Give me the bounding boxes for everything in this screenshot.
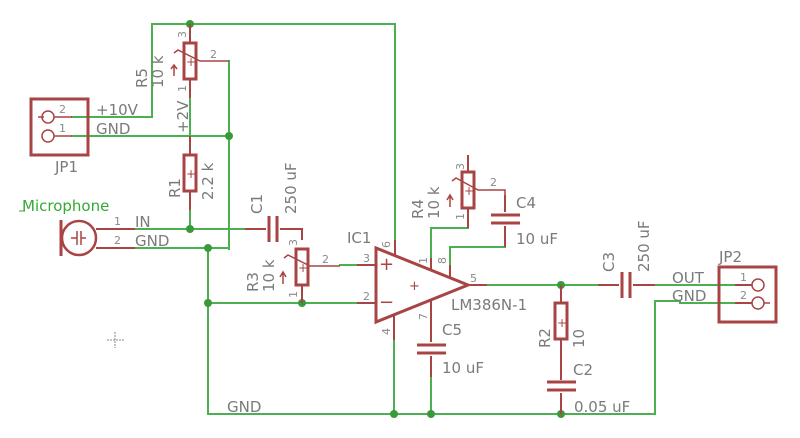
capacitor-c4[interactable]: C4 10 uF	[491, 194, 558, 248]
r3-name: R3	[244, 272, 262, 292]
adjust-arrow-icon	[170, 63, 178, 76]
net-2v-label: +2V	[174, 100, 192, 133]
r4-pin2: 2	[490, 176, 497, 189]
jp1-pin1: 1	[59, 122, 66, 135]
net-out-label: OUT	[672, 269, 705, 287]
c1-name: C1	[248, 194, 266, 214]
ic1-pin1: 1	[417, 257, 430, 264]
r3-pin1: 1	[287, 291, 300, 298]
r2-name: R2	[536, 328, 554, 348]
trimmer-r4[interactable]: + 3 2 1 R4 10 k	[409, 155, 506, 228]
junction	[390, 410, 398, 418]
r5-name: R5	[133, 68, 151, 88]
c2-name: C2	[573, 361, 593, 379]
net-in-label: IN	[135, 213, 151, 231]
junction	[225, 132, 233, 140]
c4-value: 10 uF	[516, 230, 558, 248]
junction	[186, 225, 194, 233]
jp2-pin2: 2	[740, 289, 747, 302]
ic1-pin2: 2	[363, 290, 370, 303]
junction	[204, 299, 212, 307]
ic1-name: IC1	[347, 229, 371, 247]
r3-plus: +	[298, 261, 308, 275]
microphone[interactable]: Microphone 1 2 IN GND	[19, 197, 169, 257]
connector-jp2[interactable]: 1 2 JP2 OUT GND	[672, 248, 778, 324]
mic-pin2: 2	[114, 234, 121, 247]
origin-crosshair-icon	[107, 332, 124, 348]
ic1-pin4: 4	[380, 328, 393, 335]
r4-pin1: 1	[454, 213, 467, 220]
jp1-pin2: 2	[59, 103, 66, 116]
ic1-pin5: 5	[470, 272, 477, 285]
capacitor-c2[interactable]: C2 0.05 uF	[547, 361, 630, 416]
r1-name: R1	[166, 178, 184, 198]
jp2-pin1: 1	[740, 271, 747, 284]
r5-pin3: 3	[176, 31, 189, 38]
junction	[204, 244, 212, 252]
ic1-minus-input: −	[379, 292, 394, 313]
net-gnd-label: GND	[96, 120, 130, 138]
c2-value: 0.05 uF	[574, 398, 630, 416]
c5-name: C5	[442, 321, 462, 339]
r4-value: 10 k	[425, 186, 443, 219]
r5-pin2: 2	[210, 48, 217, 61]
capacitor-c1[interactable]: C1 250 uF	[245, 162, 303, 242]
microphone-label: Microphone	[22, 197, 109, 215]
r3-pin2: 2	[322, 253, 329, 266]
r3-pin3: 3	[287, 239, 300, 246]
r1-value: 2.2 k	[199, 162, 217, 200]
ic1-plus-input: +	[379, 254, 394, 275]
wire-10v	[71, 23, 396, 241]
c3-value: 250 uF	[635, 220, 653, 272]
net-10v-label: +10V	[96, 101, 139, 119]
ic1-pin6: 6	[380, 241, 393, 248]
c4-name: C4	[516, 194, 536, 212]
capacitor-c5[interactable]: C5 10 uF	[417, 321, 484, 377]
ic1-pin3: 3	[363, 252, 370, 265]
resistor-r2[interactable]: + R2 10	[536, 285, 588, 380]
ic1-part: LM386N-1	[451, 296, 527, 314]
net-gnd-bottom-label: GND	[227, 398, 261, 416]
r4-pin3: 3	[454, 163, 467, 170]
r1-plus: +	[186, 167, 196, 181]
r4-name: R4	[409, 199, 427, 219]
c5-value: 10 uF	[442, 359, 484, 377]
wire-r4-ic1	[430, 227, 469, 259]
ic1-pin7: 7	[417, 313, 430, 320]
trimmer-r3[interactable]: + 3 2 1 R3 10 k	[244, 239, 340, 303]
jp1-label: JP1	[54, 158, 78, 176]
ic1-pin8: 8	[436, 257, 449, 264]
wire-c4-ic8	[449, 246, 506, 266]
ic1-center-plus: +	[409, 279, 420, 294]
c3-name: C3	[600, 252, 618, 272]
capacitor-c3[interactable]: C3 250 uF	[598, 220, 655, 298]
junction	[427, 410, 435, 418]
net-mic-gnd-label: GND	[135, 232, 169, 250]
r5-pin1: 1	[176, 85, 189, 92]
wire-gnd-left	[207, 247, 681, 415]
r2-value: 10	[570, 329, 588, 348]
jp2-label: JP2	[718, 248, 742, 266]
adjust-arrow-icon	[279, 270, 287, 284]
opamp-ic1[interactable]: + − + IC1 LM386N-1 3 2 5 6 1 8 4 7	[347, 229, 527, 340]
mic-pin1: 1	[114, 215, 121, 228]
junctions	[186, 20, 565, 418]
r3-value: 10 k	[260, 259, 278, 292]
r5-value: 10 k	[149, 55, 167, 88]
trimmer-r5[interactable]: + 3 2 1 R5 10 k +2V	[133, 24, 229, 133]
r5-plus: +	[186, 55, 196, 69]
connector-jp1[interactable]: 2 1 JP1 +10V GND	[29, 97, 139, 176]
adjust-arrow-icon	[446, 193, 454, 207]
net-out-gnd-label: GND	[672, 287, 706, 305]
r2-plus: +	[557, 316, 567, 330]
c1-value: 250 uF	[282, 162, 300, 214]
resistor-r1[interactable]: + R1 2.2 k	[166, 136, 217, 210]
r4-plus: +	[464, 184, 474, 198]
